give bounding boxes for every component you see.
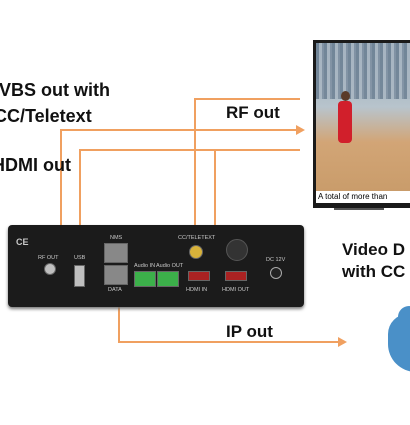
ip-line bbox=[118, 295, 338, 343]
knob-icon bbox=[226, 239, 248, 261]
data-port-label: DATA bbox=[108, 287, 122, 293]
hdmi-out-port-label: HDMI OUT bbox=[222, 287, 250, 293]
cvbs-label-line2: CC/Teletext bbox=[0, 106, 92, 126]
usb-port-icon bbox=[74, 265, 85, 287]
hdmi-left-line bbox=[79, 149, 215, 230]
ip-arrowhead bbox=[338, 337, 347, 347]
encoder-device: CE RF OUT USB NMS DATA Audio IN Audio OU… bbox=[8, 225, 304, 307]
usb-port-label: USB bbox=[74, 255, 86, 261]
rf-out-label: RF out bbox=[226, 103, 280, 122]
hdmi-in-port-icon bbox=[188, 271, 210, 281]
teletext-caption: A total of more than bbox=[316, 191, 410, 203]
tv-display: A total of more than bbox=[313, 40, 410, 208]
rca-connector-icon bbox=[189, 245, 203, 259]
dc-power-label: DC 12V bbox=[266, 257, 286, 263]
dc-jack-icon bbox=[270, 267, 282, 279]
audio-in-terminal-icon bbox=[134, 271, 156, 287]
hdmi-out-label: HDMI out bbox=[0, 155, 71, 175]
cvbs-line bbox=[194, 98, 300, 257]
rf-out-port-label: RF OUT bbox=[38, 255, 59, 261]
crowd-image bbox=[316, 43, 410, 99]
ce-mark: CE bbox=[16, 237, 29, 247]
player-head bbox=[341, 91, 350, 101]
nms-port-label: NMS bbox=[110, 235, 123, 241]
rf-connector-icon bbox=[44, 263, 56, 275]
hdmi-out-port-icon bbox=[225, 271, 247, 281]
tv-screen: A total of more than bbox=[316, 43, 410, 203]
nms-ethernet-icon bbox=[104, 243, 128, 263]
rf-line bbox=[60, 129, 296, 230]
data-ethernet-icon bbox=[104, 265, 128, 285]
tv-stand bbox=[334, 208, 384, 222]
audio-out-terminal-icon bbox=[157, 271, 179, 287]
ip-out-label: IP out bbox=[226, 322, 273, 341]
basketball-player-image bbox=[338, 101, 352, 143]
video-label-line2: with CC bbox=[342, 262, 406, 281]
audio-out-label: Audio OUT bbox=[156, 263, 184, 269]
rf-arrowhead bbox=[296, 125, 305, 135]
video-label-line1: Video D bbox=[342, 240, 405, 259]
cc-teletext-label: CC/TELETEXT bbox=[178, 235, 216, 241]
hdmi-in-port-label: HDMI IN bbox=[186, 287, 208, 293]
cloud-icon bbox=[388, 314, 410, 372]
cvbs-label-line1: CVBS out with bbox=[0, 80, 110, 100]
audio-in-label: Audio IN bbox=[134, 263, 156, 269]
